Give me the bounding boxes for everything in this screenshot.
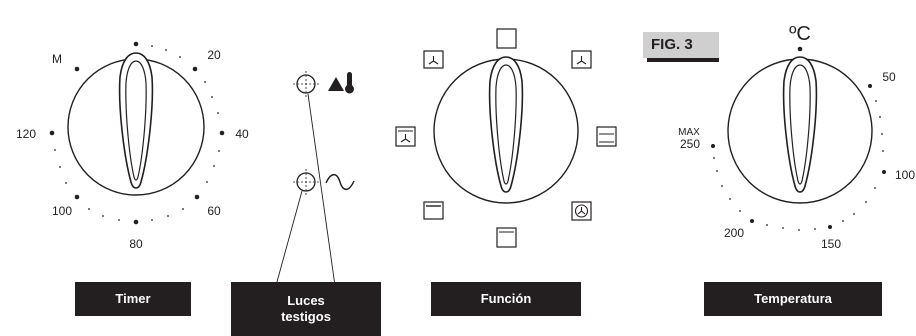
indicator-lamp-icon	[293, 169, 319, 195]
callout-line-b	[307, 93, 338, 301]
function-caption: Función	[431, 282, 581, 316]
timer-caption: Timer	[75, 282, 191, 316]
timer-knob[interactable]: M 20 40 60 80 100 120	[16, 41, 249, 251]
temperature-label-200: 200	[724, 226, 744, 240]
warning-thermometer-icon	[328, 72, 354, 94]
figure-label-tab: FIG. 3	[643, 32, 719, 62]
figure-label: FIG. 3	[651, 36, 693, 53]
top-bottom-heat-icon	[395, 126, 416, 147]
temperature-label-150: 150	[821, 237, 841, 251]
indicator-lamp-icon	[293, 71, 319, 97]
sine-wave-icon	[325, 173, 355, 191]
timer-label-100: 100	[52, 204, 72, 218]
lights-caption-line1: Luces	[287, 293, 325, 308]
temperature-label-max: MAX	[678, 127, 700, 138]
temperature-knob[interactable]: ºC 50 100 150 200 MAX 250	[678, 23, 915, 251]
fan-with-ring-icon	[571, 201, 592, 221]
temperature-label-250: 250	[680, 137, 700, 151]
temperature-label-50: 50	[882, 70, 896, 84]
timer-scale	[49, 41, 225, 225]
temperature-unit: ºC	[789, 23, 811, 45]
timer-label-20: 20	[207, 48, 221, 62]
temperature-scale	[711, 46, 886, 231]
timer-label-80: 80	[129, 237, 143, 251]
oven-empty-icon	[496, 28, 517, 49]
top-heat-icon	[423, 201, 444, 220]
function-knob[interactable]	[395, 28, 617, 248]
timer-label-m: M	[52, 52, 62, 66]
top-bottom-heat-icon	[596, 126, 617, 147]
lights-caption: Luces testigos	[231, 282, 381, 336]
timer-label-40: 40	[235, 127, 249, 141]
lights-caption-line2: testigos	[281, 309, 331, 324]
timer-label-120: 120	[16, 127, 36, 141]
fan-oven-icon	[423, 50, 444, 69]
temperature-caption: Temperatura	[704, 282, 882, 316]
bottom-heat-icon	[496, 227, 517, 248]
callout-line-a	[271, 190, 303, 301]
timer-label-60: 60	[207, 204, 221, 218]
temperature-label-100: 100	[895, 168, 915, 182]
fan-oven-icon	[571, 50, 592, 69]
